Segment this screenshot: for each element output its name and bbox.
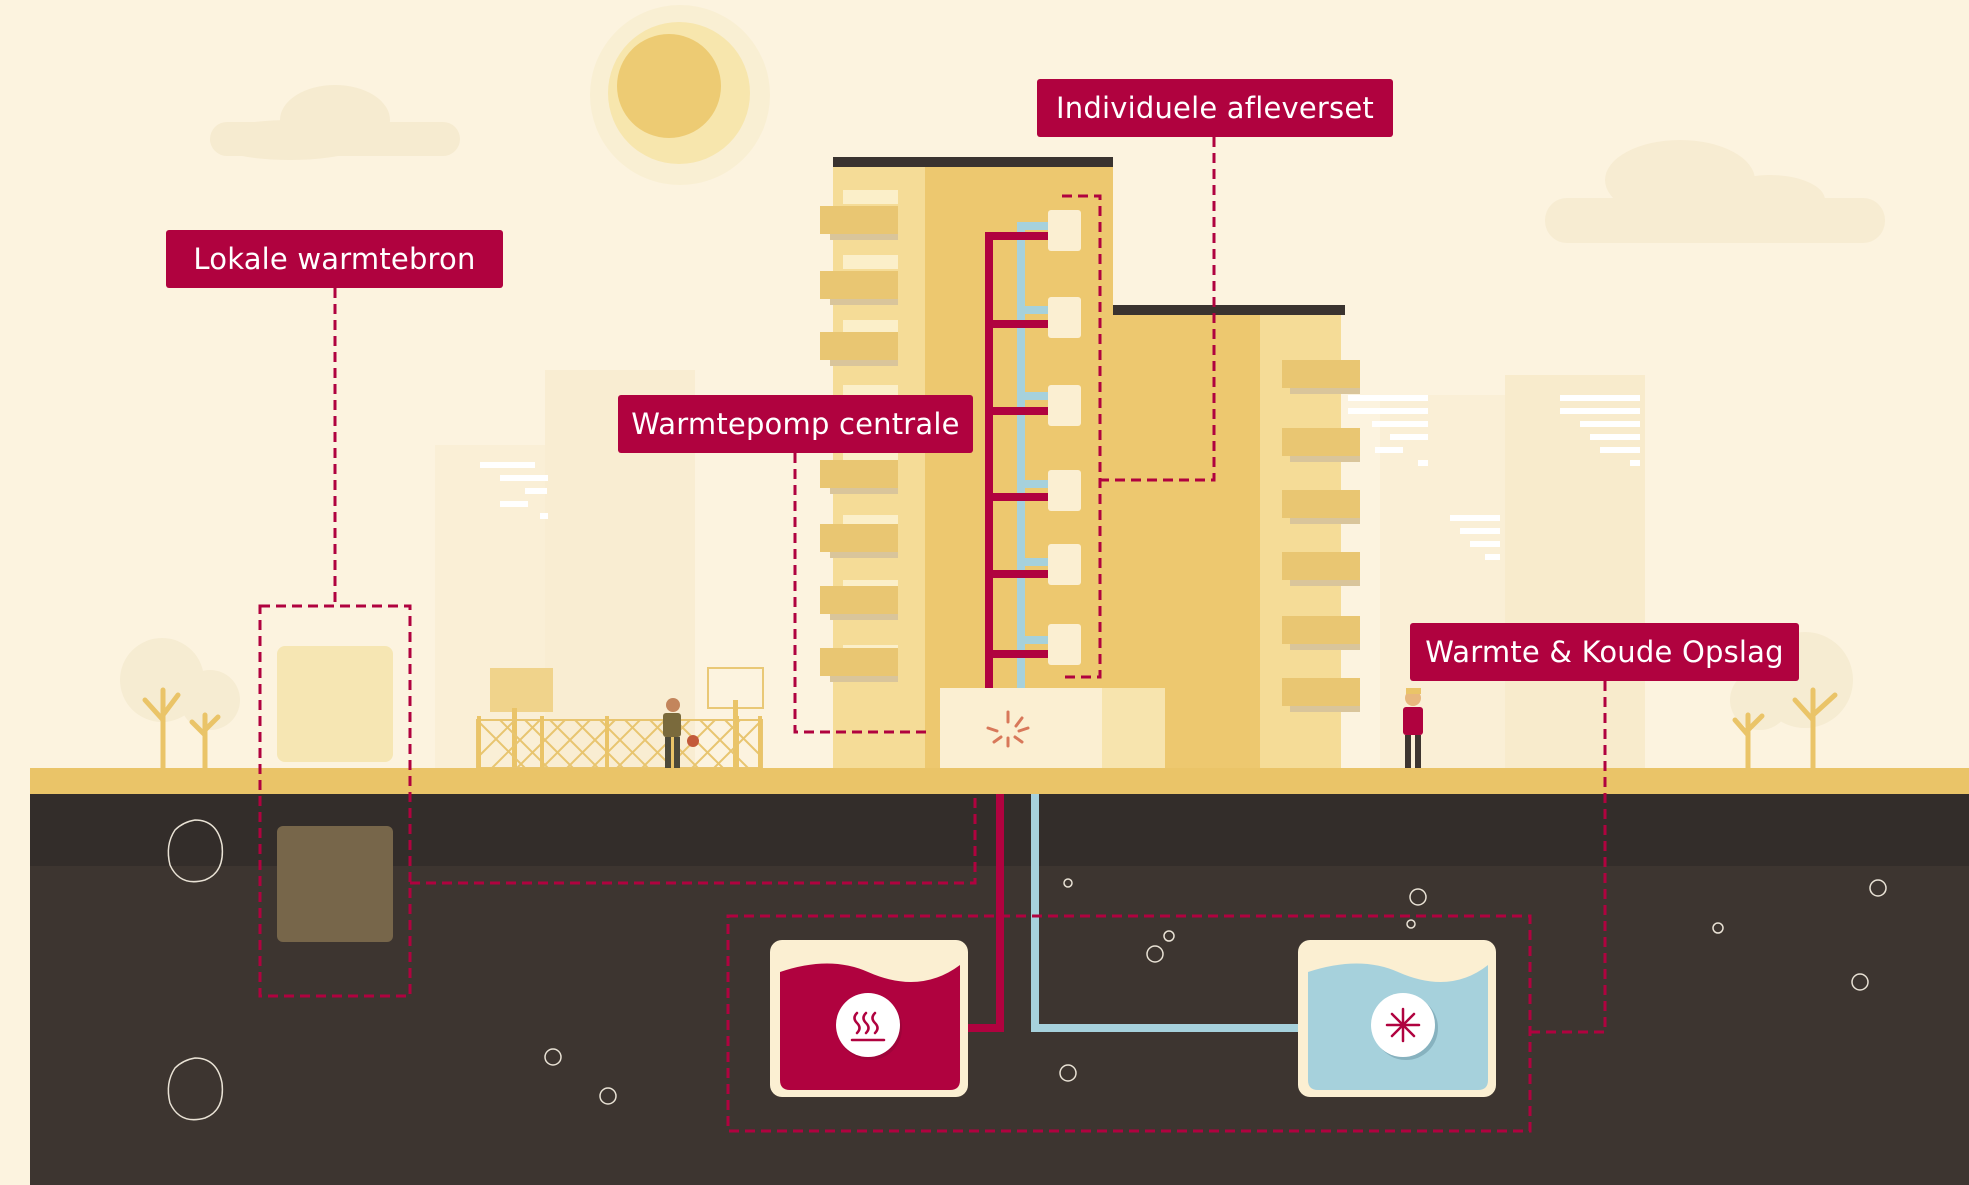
cloud-left — [210, 85, 460, 160]
label-warmtepomp-centrale: Warmtepomp centrale — [618, 395, 973, 453]
background-buildings — [435, 370, 1645, 770]
snowflake-icon — [1371, 993, 1438, 1060]
label-warmte-koude-opslag: Warmte & Koude Opslag — [1410, 623, 1799, 681]
connector-lines — [258, 137, 1607, 1133]
person-basketball — [663, 698, 699, 768]
main-building — [820, 157, 1113, 770]
riser-pipes — [985, 222, 1050, 688]
afleversets — [1048, 210, 1081, 665]
secondary-building — [1113, 305, 1360, 770]
heat-waves-icon — [836, 993, 902, 1060]
spark-icon — [986, 710, 1030, 748]
stones — [167, 819, 1887, 1121]
sun-icon — [590, 5, 770, 185]
label-individuele-afleverset: Individuele afleverset — [1037, 79, 1393, 137]
person-standing — [1403, 688, 1423, 769]
trees-left — [120, 638, 240, 771]
balconies-left — [820, 206, 898, 676]
local-heat-source — [277, 646, 393, 942]
ground-surface — [30, 768, 1969, 794]
cloud-right — [1545, 140, 1885, 243]
underground-pipes — [966, 794, 1302, 1032]
label-lokale-warmtebron: Lokale warmtebron — [166, 230, 503, 288]
basketball-court — [476, 667, 764, 769]
heat-pump-unit — [940, 688, 1165, 770]
